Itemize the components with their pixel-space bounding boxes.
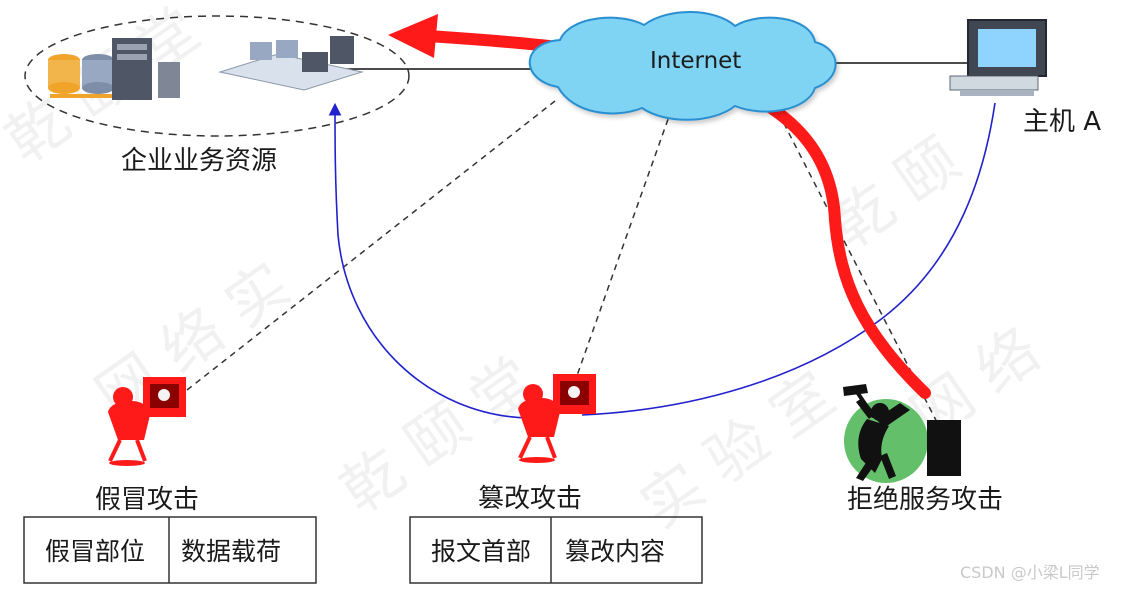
tampering-table: 报文首部 篡改内容 — [409, 516, 703, 584]
spoofing-dashed-line — [186, 100, 556, 391]
database-icon — [48, 54, 130, 98]
tampering-label: 篡改攻击 — [478, 484, 582, 514]
tampering-attacker: 篡改攻击 — [478, 374, 596, 514]
spoofing-cell-1: 假冒部位 — [45, 537, 145, 566]
spoofing-cell-2: 数据载荷 — [181, 537, 281, 566]
host-a-computer: 主机 A — [949, 19, 1101, 137]
host-to-attacker-blue-line — [581, 102, 996, 416]
tampering-cell-2: 篡改内容 — [565, 537, 665, 566]
network-links — [186, 62, 996, 433]
attacker-icon — [108, 377, 186, 466]
server-rack-icon — [218, 36, 364, 91]
csdn-watermark: CSDN @小梁L同学 — [960, 563, 1100, 582]
svg-text:实 验 室: 实 验 室 — [628, 360, 847, 542]
tampering-table-border — [409, 516, 703, 584]
host-label: 主机 A — [1023, 107, 1101, 137]
cloud-shape — [528, 11, 837, 121]
server-tower-icon — [112, 38, 180, 100]
enterprise-resource-group: 企业业务资源 — [24, 15, 410, 176]
dos-arrow-head — [388, 14, 438, 58]
internet-label: Internet — [650, 48, 741, 74]
spoofing-attacker: 假冒攻击 — [95, 377, 199, 515]
spoofing-label: 假冒攻击 — [95, 485, 199, 515]
attacker-to-resource-blue-line — [328, 102, 528, 419]
internet-cloud: Internet — [528, 11, 837, 121]
tampering-cell-1: 报文首部 — [431, 537, 531, 566]
resource-label: 企业业务资源 — [121, 146, 277, 176]
dos-attacker: 拒绝服务攻击 — [843, 384, 1003, 515]
tampering-dashed-line — [573, 107, 673, 385]
computer-icon — [949, 19, 1047, 96]
resource-boundary — [24, 15, 410, 137]
spoofing-table: 假冒部位 数据载荷 — [23, 516, 317, 584]
dos-server-icon — [927, 420, 961, 476]
spoofing-table-border — [23, 516, 317, 584]
dos-label: 拒绝服务攻击 — [847, 485, 1003, 515]
attacker-icon — [518, 374, 596, 463]
hammer-person-icon — [843, 384, 910, 481]
